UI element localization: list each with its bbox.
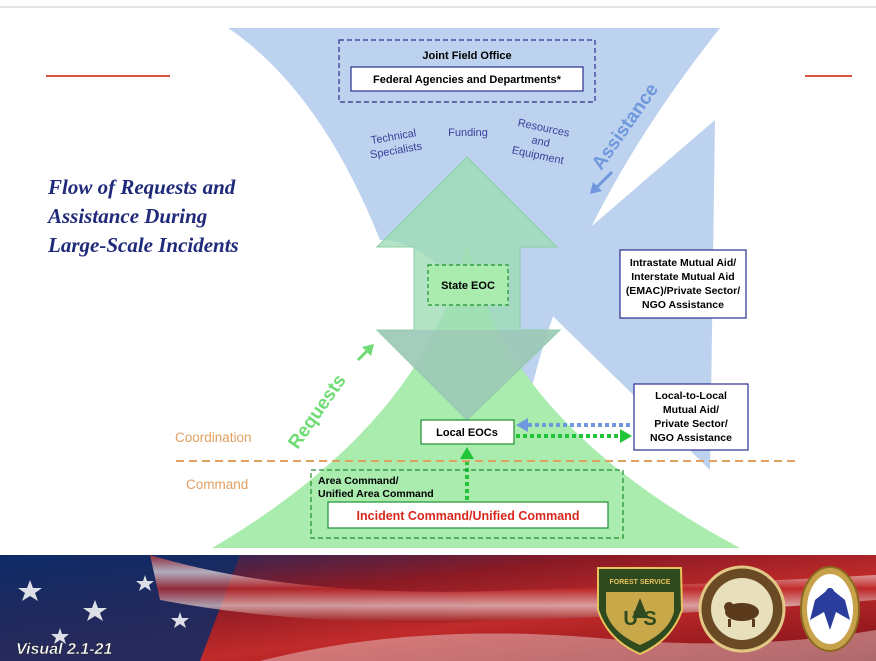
intrastate-line-4: NGO Assistance [642, 299, 724, 311]
local-to-local-line-4: NGO Assistance [650, 432, 732, 444]
intrastate-line-1: Intrastate Mutual Aid/ [630, 257, 736, 269]
command-to-local-arrow-icon [460, 447, 474, 500]
area-command-line-2: Unified Area Command [318, 488, 434, 500]
local-assistance-arrow-icon [516, 418, 630, 432]
joint-field-office-label: Joint Field Office [422, 50, 511, 62]
assistance-arrow-icon [590, 170, 614, 194]
flag-stars [18, 575, 189, 644]
svg-text:FOREST SERVICE: FOREST SERVICE [610, 579, 671, 586]
svg-text:U S: U S [623, 608, 656, 630]
arrow-down-head [377, 330, 560, 420]
svg-text:Requests: Requests [284, 371, 350, 453]
local-eocs-box [420, 419, 515, 445]
requests-arrow-icon [356, 344, 374, 362]
incident-command-label: Incident Command/Unified Command [357, 509, 580, 523]
local-request-arrow-icon [516, 429, 632, 443]
slide-title-line-1: Flow of Requests and [48, 175, 236, 199]
requests-label: Requests [284, 371, 350, 453]
local-to-local-line-1: Local-to-Local [655, 390, 727, 402]
intrastate-aid-box [619, 249, 747, 319]
local-to-local-line-2: Mutual Aid/ [663, 404, 719, 416]
eagle-emblem [800, 566, 860, 652]
command-label: Command [186, 477, 248, 492]
doi-seal [698, 565, 786, 653]
intrastate-line-3: (EMAC)/Private Sector/ [626, 285, 740, 297]
state-eoc-label: State EOC [441, 280, 495, 292]
forest-service-logo: FOREST SERVICE U S [597, 567, 684, 656]
joint-field-office-box [338, 39, 596, 103]
local-to-local-line-3: Private Sector/ [654, 418, 728, 430]
federal-agencies-label: Federal Agencies and Departments* [373, 74, 562, 86]
area-command-box [310, 469, 624, 539]
slide-title-line-3: Large-Scale Incidents [48, 233, 239, 257]
footer-label: Visual 2.1-21 [16, 641, 112, 658]
area-command-line-1: Area Command/ [318, 475, 399, 487]
funding-label: Funding [448, 127, 488, 139]
local-eocs-label: Local EOCs [436, 427, 498, 439]
coordination-label: Coordination [175, 430, 252, 445]
intrastate-line-2: Interstate Mutual Aid [631, 271, 734, 283]
assistance-wedge [522, 120, 715, 470]
incident-command-box [327, 501, 609, 529]
slide-title-line-2: Assistance During [48, 204, 208, 228]
state-eoc-box [427, 264, 509, 306]
svg-text:and: and [530, 134, 550, 150]
federal-agencies-box [350, 66, 584, 92]
local-to-local-box [633, 383, 749, 451]
